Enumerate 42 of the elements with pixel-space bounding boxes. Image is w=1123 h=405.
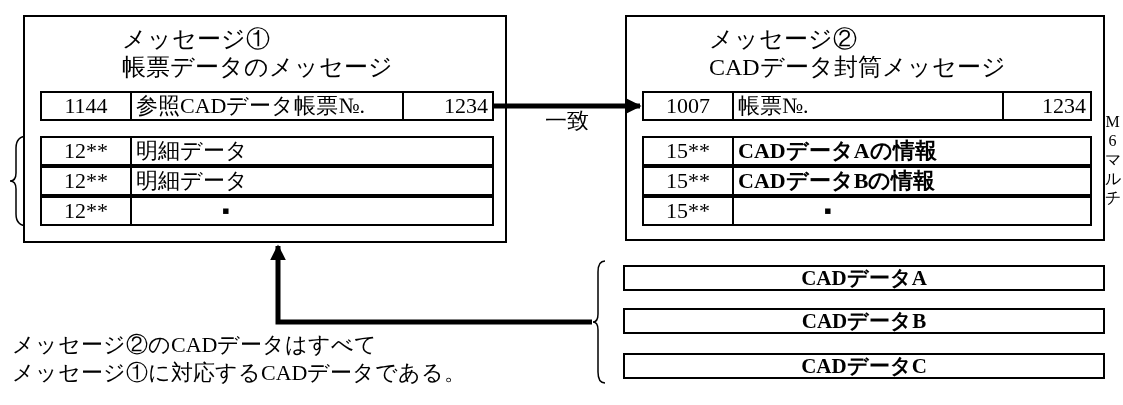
data-box: CADデータB [623, 308, 1105, 334]
vertical-text: M6マルチ [1104, 112, 1121, 207]
box-heading: CADデータ封筒メッセージ [709, 53, 1006, 81]
table-cell: 参照CADデータ帳票№. [132, 93, 404, 119]
note-text: メッセージ①に対応するCADデータである。 [12, 359, 467, 387]
data-box: CADデータA [623, 265, 1105, 291]
arrow [494, 98, 642, 114]
table-cell-text: ▪ [221, 198, 231, 224]
table-cell-text: CADデータBの情報 [737, 168, 937, 194]
brace [592, 260, 606, 384]
arrow [270, 244, 592, 325]
message-box [625, 15, 1105, 241]
table-row [40, 166, 494, 196]
table-cell-text: 1234 [443, 93, 489, 119]
table-row [642, 136, 1092, 166]
table-cell-text: CADデータAの情報 [737, 138, 938, 164]
table-cell: 12** [42, 168, 132, 194]
table-row [40, 136, 494, 166]
table-row [642, 91, 1092, 121]
box-heading: 帳票データのメッセージ [122, 53, 393, 81]
table-cell: 15** [644, 198, 734, 224]
table-row [642, 166, 1092, 196]
table-cell: 1144 [42, 93, 132, 119]
table-cell-text: 1234 [1041, 93, 1087, 119]
table-cell: 帳票№. [734, 93, 1004, 119]
table-row [40, 196, 494, 226]
box-heading: メッセージ① [122, 25, 270, 53]
table-cell: 12** [42, 138, 132, 164]
table-cell: 15** [644, 138, 734, 164]
edge-label: 一致 [545, 108, 589, 134]
table-row [642, 196, 1092, 226]
table-cell: 1007 [644, 93, 734, 119]
table-cell-text: ▪ [823, 198, 833, 224]
message-box [23, 15, 507, 243]
table-row [40, 91, 494, 121]
data-box: CADデータC [623, 353, 1105, 379]
table-cell-text: 明細データ [135, 168, 249, 194]
table-cell: 15** [644, 168, 734, 194]
table-cell-text: 明細データ [135, 138, 249, 164]
box-heading: メッセージ② [709, 25, 857, 53]
note-text: メッセージ②のCADデータはすべて [12, 331, 378, 359]
table-cell: 12** [42, 198, 132, 224]
